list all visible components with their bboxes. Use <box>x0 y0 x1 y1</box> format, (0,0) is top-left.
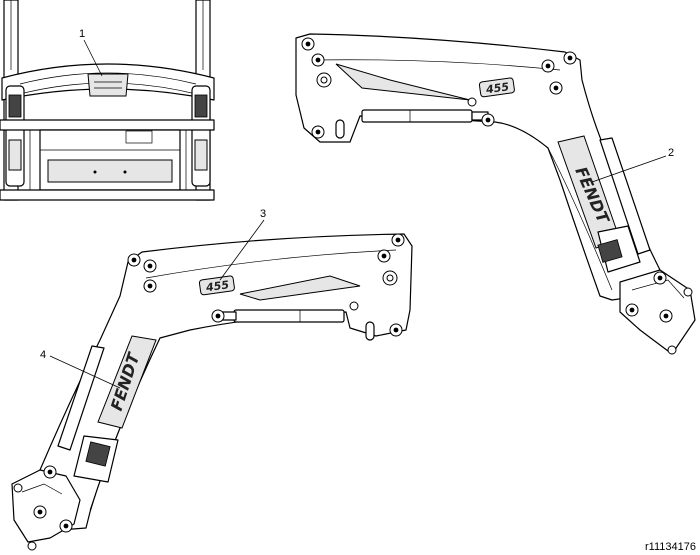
model-decal-left: 455 <box>198 275 235 296</box>
front-view-inset <box>0 0 215 201</box>
callout-2: 2 <box>591 147 674 183</box>
figure-reference-id: r11134176 <box>645 541 696 553</box>
loader-arm-right: 455 FENDT <box>295 33 696 355</box>
svg-text:455: 455 <box>484 80 510 96</box>
svg-text:1: 1 <box>79 28 85 40</box>
svg-text:4: 4 <box>40 349 46 361</box>
model-decal-right: 455 <box>478 77 515 98</box>
loader-arm-left: 455 FENDT <box>11 233 413 551</box>
svg-text:3: 3 <box>260 208 266 220</box>
pivot-pins-right <box>301 37 693 355</box>
callout-1: 1 <box>79 28 103 77</box>
svg-text:455: 455 <box>204 278 230 294</box>
callout-4: 4 <box>40 349 121 389</box>
svg-text:2: 2 <box>668 147 674 159</box>
pivot-pins-left <box>13 233 405 551</box>
callout-3: 3 <box>219 208 266 281</box>
